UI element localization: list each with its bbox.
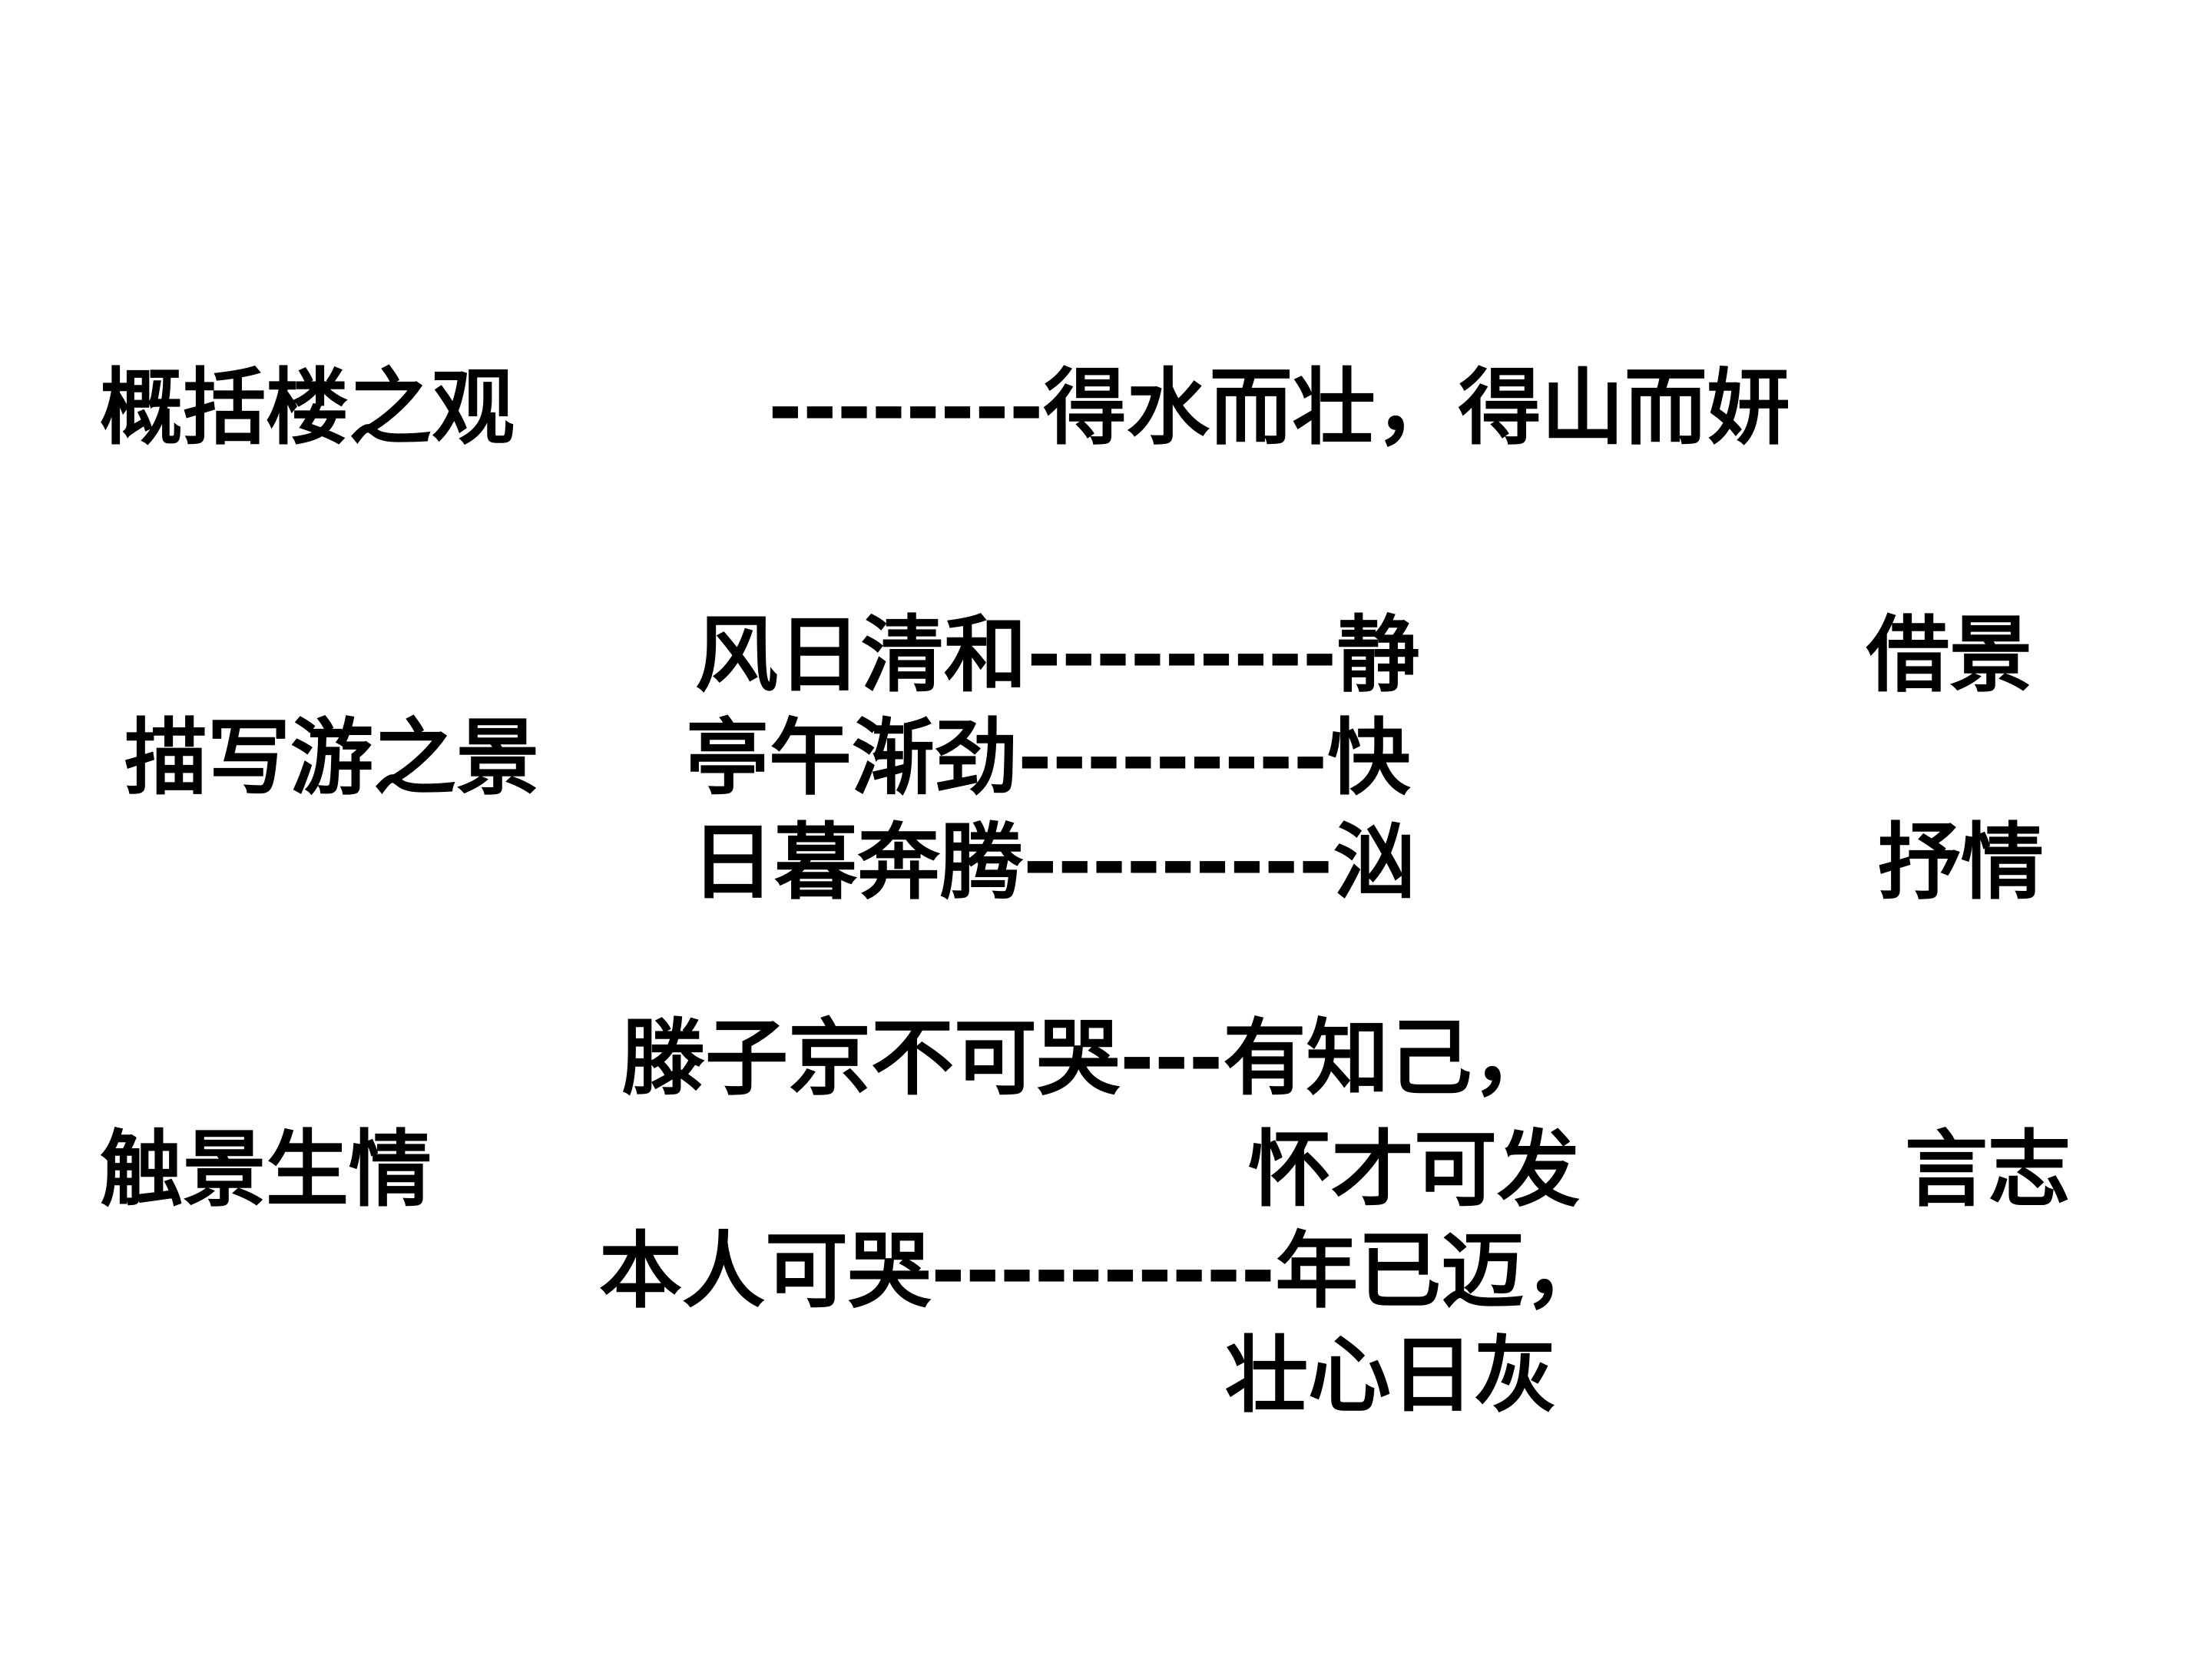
scenery-line-3: 日暮奔腾---------汹 xyxy=(691,815,1416,911)
side-label-borrow-scenery: 借景 xyxy=(1866,608,2033,704)
heading-overview: 概括楼之观 xyxy=(100,360,515,456)
heading-scenery: 描写游之景 xyxy=(124,710,540,806)
emotion-line-2: 怀才可发 xyxy=(1248,1122,1581,1218)
heading-emotion: 触景生情 xyxy=(100,1122,432,1218)
emotion-line-3: 本人可哭----------年已迈， xyxy=(599,1224,1608,1320)
scenery-line-1: 风日清和---------静 xyxy=(695,608,1420,704)
overview-content: --------得水而壮，得山而妍 xyxy=(768,360,1790,456)
emotion-line-4: 壮心日灰 xyxy=(1225,1328,1558,1424)
scenery-line-2: 亭午渐劲---------快 xyxy=(686,710,1411,806)
side-label-express-emotion: 抒情 xyxy=(1878,815,2045,911)
emotion-line-1: 滕子京不可哭---有知己， xyxy=(622,1011,1555,1107)
side-label-aspiration: 言志 xyxy=(1905,1122,2071,1218)
